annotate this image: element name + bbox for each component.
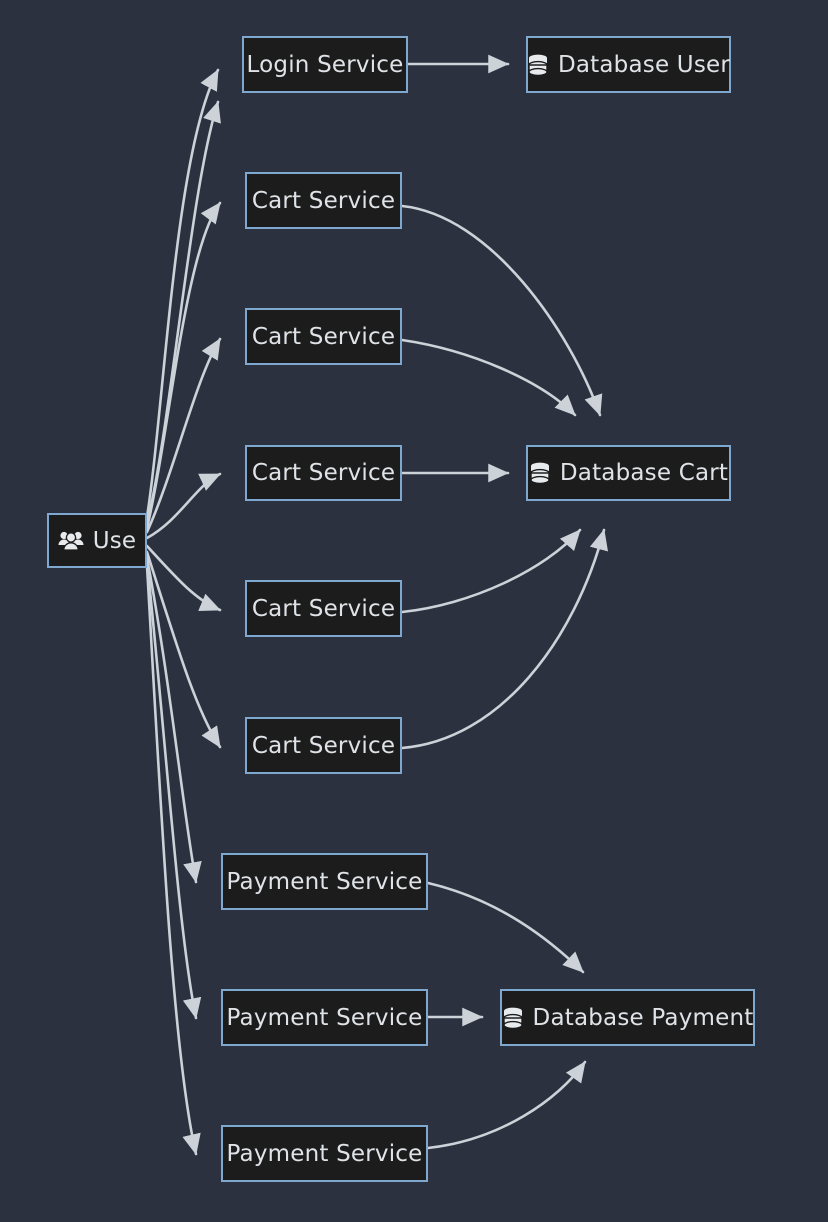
node-label-cart5: Cart Service [251,732,396,759]
users-icon [58,530,84,552]
edge-pay3-to-db_payment [426,1060,587,1150]
node-label-pay2: Payment Service [226,1004,423,1031]
edge-user-to-login [145,100,221,526]
node-label-cart2: Cart Service [251,323,396,350]
node-label-db_payment: Database Payment [532,1004,754,1031]
node-cart4[interactable]: Cart Service [245,580,402,637]
node-pay3[interactable]: Payment Service [221,1125,428,1182]
edge-user-to-pay3 [145,564,201,1156]
node-label-login: Login Service [246,51,404,78]
node-label-cart1: Cart Service [251,187,396,214]
node-login[interactable]: Login Service [242,36,408,93]
node-label-cart4: Cart Service [251,595,396,622]
node-label-db_user: Database User [557,51,731,78]
node-label-cart3: Cart Service [251,460,396,486]
edge-cart2-to-db_cart [400,338,577,417]
node-pay2[interactable]: Payment Service [221,989,428,1046]
node-cart1[interactable]: Cart Service [245,172,402,229]
node-cart5[interactable]: Cart Service [245,717,402,774]
database-icon [527,53,549,77]
edge-cart4-to-db_cart [400,528,582,614]
edge-user-to-cart4 [145,544,222,612]
node-db_payment[interactable]: Database Payment [500,989,755,1046]
node-cart2[interactable]: Cart Service [245,308,402,365]
node-label-pay3: Payment Service [226,1140,423,1167]
edge-user-to-cart5 [145,550,222,749]
node-cart3[interactable]: Cart Service [245,445,402,501]
node-db_cart[interactable]: Database Cart [526,445,731,501]
edge-user-to-pay2 [145,560,202,1020]
node-label-db_cart: Database Cart [559,460,729,486]
edge-cart5-to-db_cart [400,528,609,750]
edge-user-to-pay1 [145,556,202,884]
edge-user-to-login [145,68,220,519]
database-icon [502,1006,524,1030]
database-icon [529,461,551,485]
edge-pay1-to-db_payment [426,881,585,974]
node-pay1[interactable]: Payment Service [221,853,428,910]
edge-group [145,54,609,1156]
edge-user-to-cart2 [145,337,222,534]
edge-user-to-cart1 [145,201,222,530]
edge-cart1-to-db_cart [400,204,603,417]
node-label-user: Use [92,527,137,554]
node-user[interactable]: Use [47,513,147,568]
node-label-pay1: Payment Service [226,868,423,895]
node-db_user[interactable]: Database User [526,36,731,93]
edge-user-to-cart3 [145,472,222,540]
